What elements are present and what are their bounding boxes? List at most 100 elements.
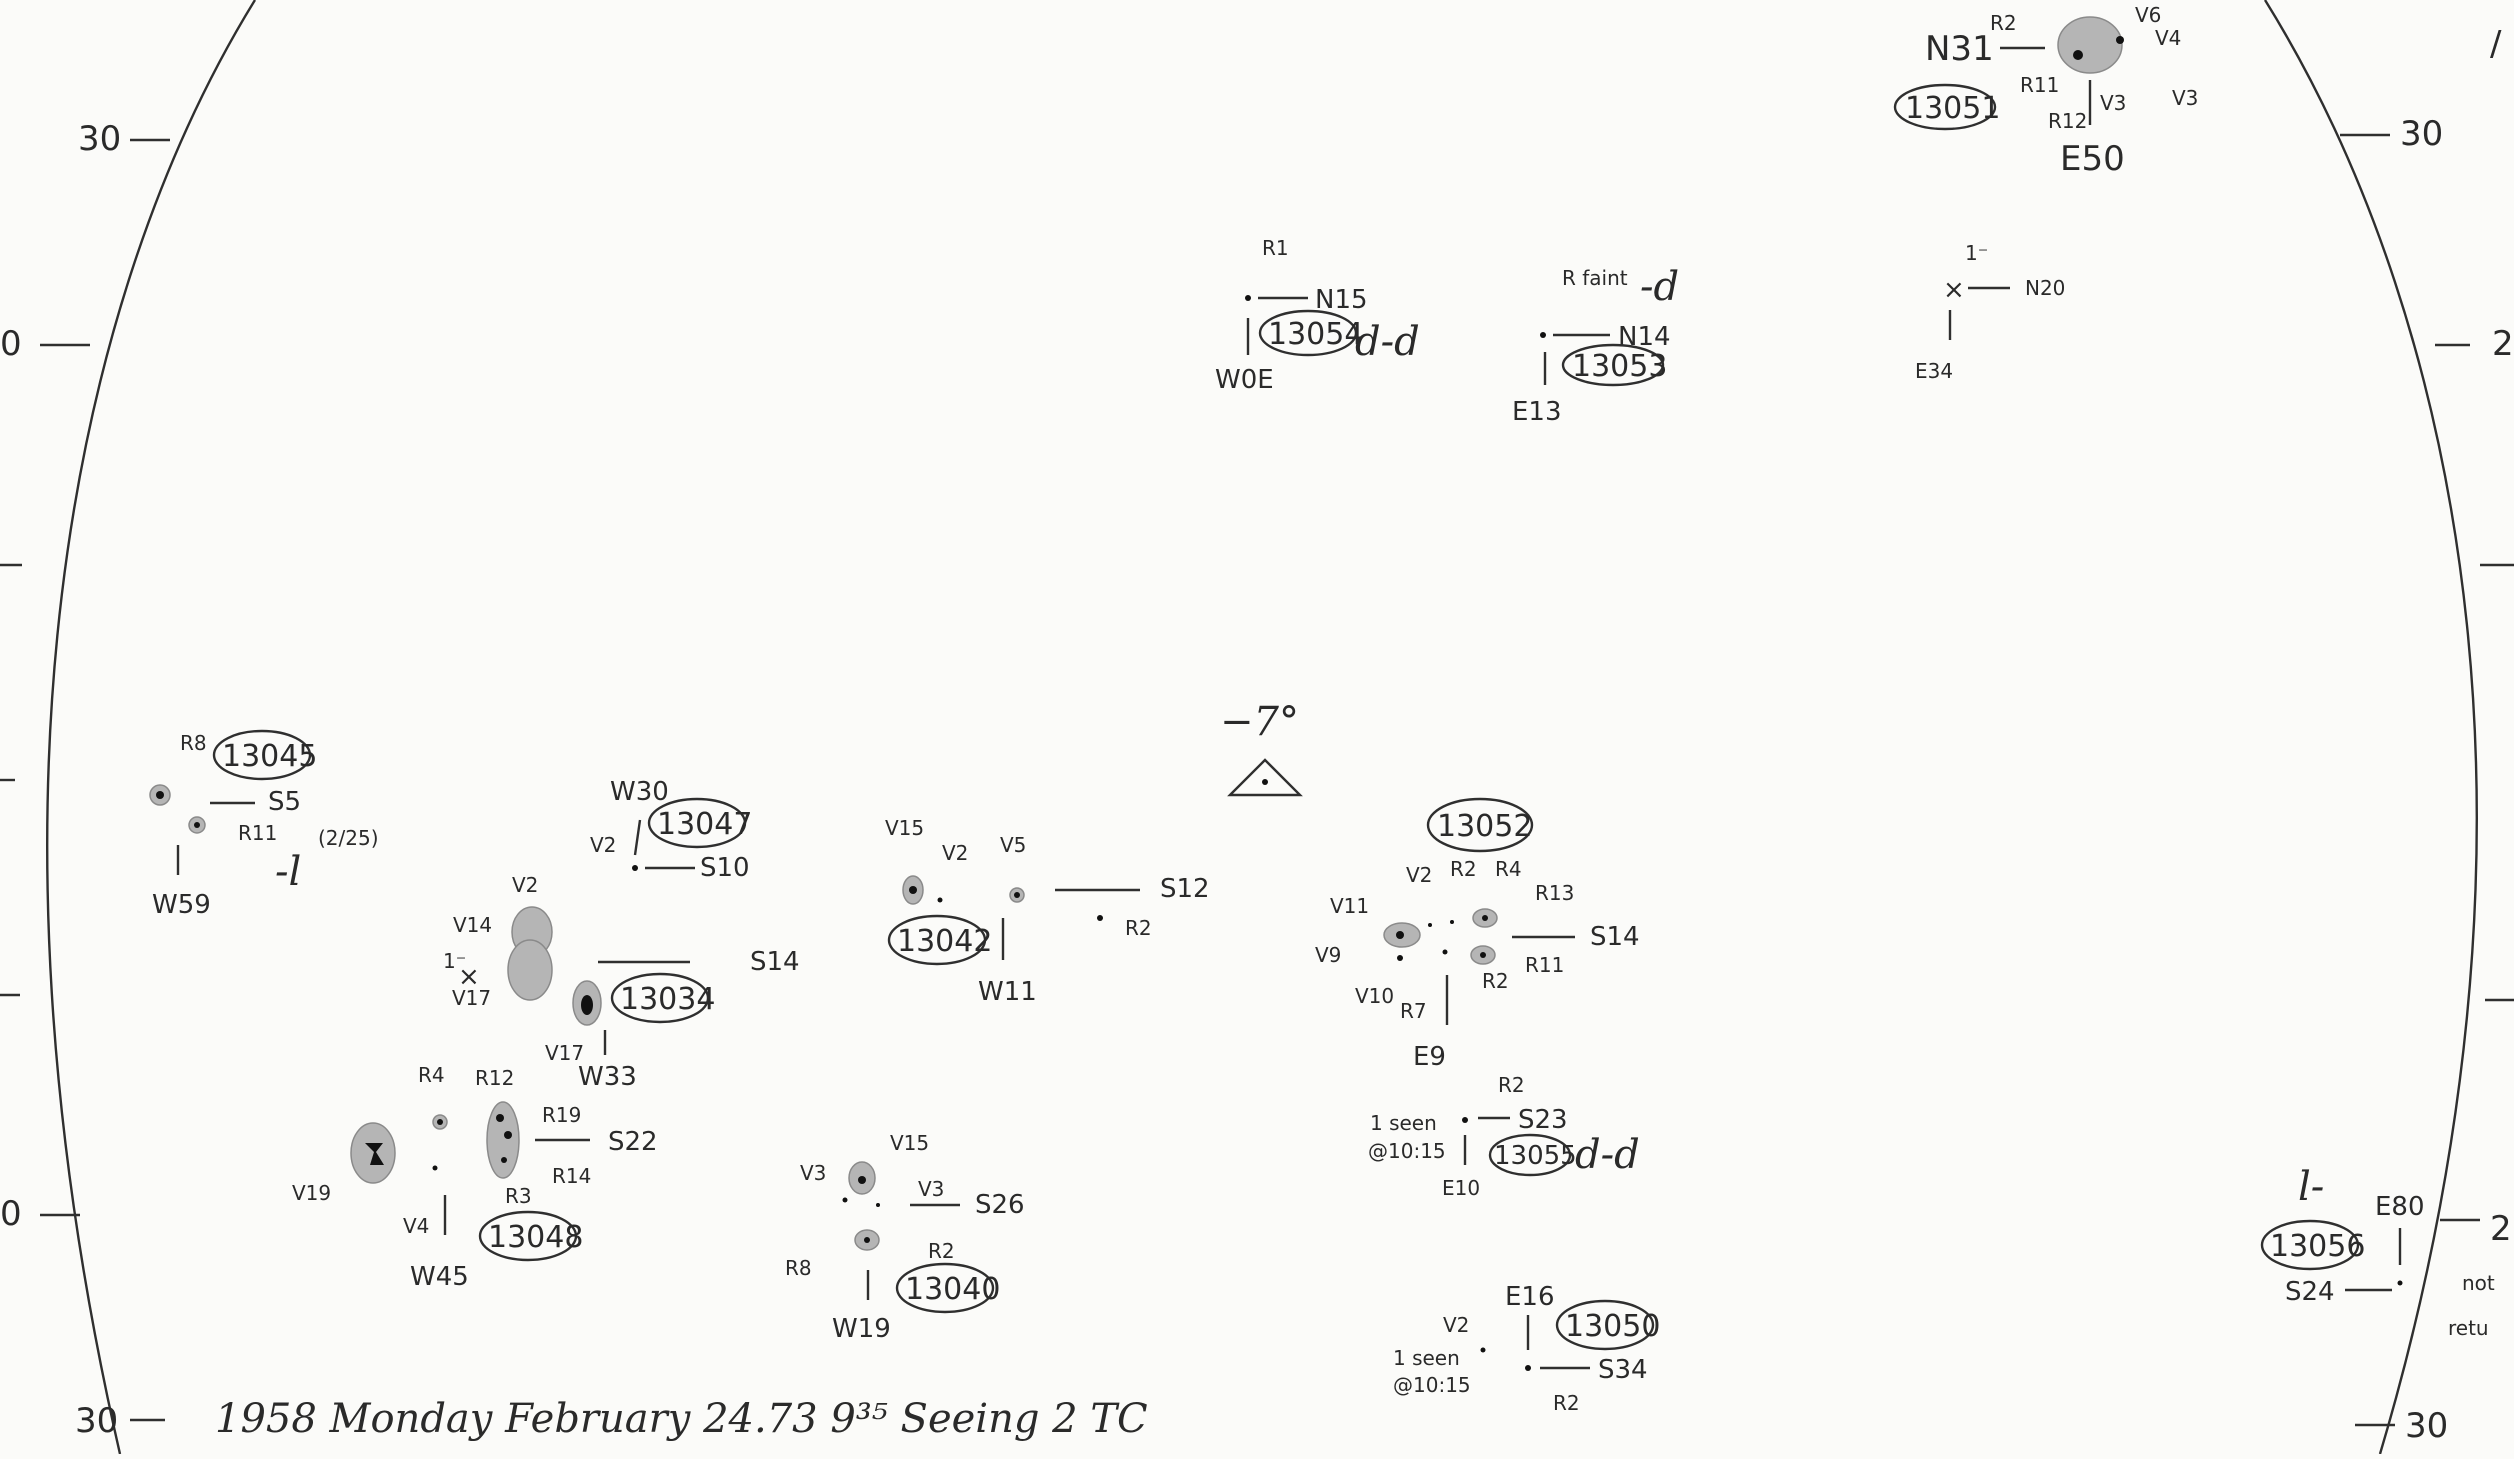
num-ellipse-13054	[1258, 309, 1358, 357]
label-v2: V2	[1406, 863, 1432, 887]
num-ellipse-13050	[1555, 1299, 1655, 1351]
spot-13034-b	[507, 939, 553, 1001]
label-v15: V15	[890, 1131, 929, 1155]
lat-13053: N14	[1618, 322, 1671, 352]
label-r2: R2	[928, 1239, 955, 1263]
label-v5: V5	[1000, 833, 1026, 857]
label-time: @10:15	[1393, 1373, 1471, 1397]
spot-13048-v4	[432, 1165, 438, 1171]
spot-13040-d-core	[864, 1237, 870, 1243]
spot-13052-b	[1428, 923, 1432, 927]
spot-13045-b-core	[194, 822, 200, 828]
spot-13053	[1540, 332, 1546, 338]
label-v3b: V3	[918, 1177, 944, 1201]
num-13042: 13042	[897, 924, 992, 959]
num-13051: 13051	[1905, 91, 2000, 126]
lon-x: E34	[1915, 359, 1953, 383]
spot-13047	[632, 865, 638, 871]
lat-13048: S22	[608, 1127, 658, 1157]
region-13040: V3 V15 V3 R2 R8 S26 13040 W19	[785, 1131, 1025, 1344]
label-x-mark: 1⁻	[1965, 241, 1988, 265]
region-13047: W30 V2 13047 S10	[590, 777, 752, 883]
num-ellipse-13034	[610, 972, 710, 1024]
limb-left	[46, 0, 257, 1455]
label-v2: V2	[942, 841, 968, 865]
num-ellipse-13045	[212, 729, 312, 781]
center-triangle	[1227, 758, 1303, 797]
num-ellipse-13052	[1426, 797, 1534, 853]
lat-13034: S14	[750, 947, 800, 977]
num-13045: 13045	[222, 739, 317, 774]
label-r2: R2	[1498, 1073, 1525, 1097]
label-v19: V19	[292, 1181, 331, 1205]
num-ellipse-13056	[2260, 1219, 2360, 1271]
lat-13051: N31	[1925, 29, 1994, 69]
spot-13034-c-core	[581, 995, 593, 1015]
lon-13048: W45	[410, 1262, 469, 1292]
side-note-1: not	[2462, 1271, 2495, 1295]
region-13042: V15 V2 V5 R2 S12 13042 W11	[885, 816, 1210, 1007]
label-v2: V2	[512, 873, 538, 897]
label-r8: R8	[785, 1256, 812, 1280]
lon-13054: W0E	[1215, 365, 1274, 395]
label-r12: R12	[2048, 109, 2087, 133]
note-13055: d-d	[1575, 1132, 1640, 1178]
num-13034: 13034	[620, 982, 715, 1017]
spot-13048-core-c	[501, 1157, 507, 1163]
spot-13054	[1245, 295, 1251, 301]
label-v10: V10	[1355, 984, 1394, 1008]
label-v3b: V3	[2172, 86, 2198, 110]
region-13056: l- 13056 E80 S24 not retu	[2260, 1164, 2495, 1340]
num-ellipse-13053	[1561, 343, 1665, 387]
note-13053: -d	[1640, 264, 1679, 310]
region-13051: N31 E50 13051 R2 V6 V4 R11 R12 V3 V3	[1893, 3, 2198, 179]
num-ellipse-13042	[887, 914, 987, 966]
label-r12: R12	[475, 1066, 514, 1090]
num-ellipse-13048	[478, 1210, 578, 1262]
limb-right	[2263, 0, 2478, 1455]
spot-13048-v19-core	[365, 1143, 384, 1165]
spot-13051-a	[2057, 16, 2123, 74]
spot-13050-b	[1525, 1365, 1531, 1371]
scale-right-mid: 2	[2492, 324, 2514, 364]
spot-13042-b	[937, 897, 943, 903]
lon-13042: W11	[978, 977, 1037, 1007]
label-r4: R4	[418, 1063, 445, 1087]
label-v15: V15	[885, 816, 924, 840]
lon-13050: E16	[1505, 1282, 1555, 1312]
note-13056: l-	[2298, 1164, 2324, 1210]
label-v14: V14	[453, 913, 492, 937]
label-1seen: 1 seen	[1393, 1346, 1460, 1370]
spot-13051-v4	[2116, 36, 2124, 44]
spot-13052-e	[1397, 955, 1403, 961]
spot-13052-c	[1450, 920, 1454, 924]
spot-13042-c-core	[1014, 892, 1020, 898]
label-r1: R1	[1262, 236, 1289, 260]
num-ellipse-13040	[895, 1262, 995, 1314]
scale-top-right: 30	[2400, 114, 2443, 154]
lat-13045: S5	[268, 787, 301, 817]
label-v6: V6	[2135, 3, 2161, 27]
region-xmark: × 1⁻ N20 E34	[1915, 241, 2065, 383]
scale-right-low: 2	[2490, 1209, 2512, 1249]
scale-left-low: 0	[0, 1194, 22, 1234]
num-13048: 13048	[488, 1220, 583, 1255]
note2-13045: (2/25)	[318, 826, 379, 850]
spot-13051-core	[2073, 50, 2083, 60]
spot-13048-core-b	[504, 1131, 512, 1139]
label-r11: R11	[2020, 73, 2059, 97]
num-13052: 13052	[1437, 809, 1532, 844]
label-v17b: V17	[545, 1041, 584, 1065]
region-13053: R faint -d N14 13053 E13	[1512, 264, 1679, 427]
x-cross-13034: ×	[458, 962, 480, 992]
label-r2b: R2	[1482, 969, 1509, 993]
spot-13040-v15-core	[858, 1176, 866, 1184]
label-r2: R2	[1125, 916, 1152, 940]
center-dot	[1262, 779, 1268, 785]
label-r7: R7	[1400, 999, 1427, 1023]
scale-bottom-left: 30	[75, 1401, 118, 1441]
lat-13050: S34	[1598, 1355, 1648, 1385]
spot-13048-main	[486, 1101, 520, 1179]
